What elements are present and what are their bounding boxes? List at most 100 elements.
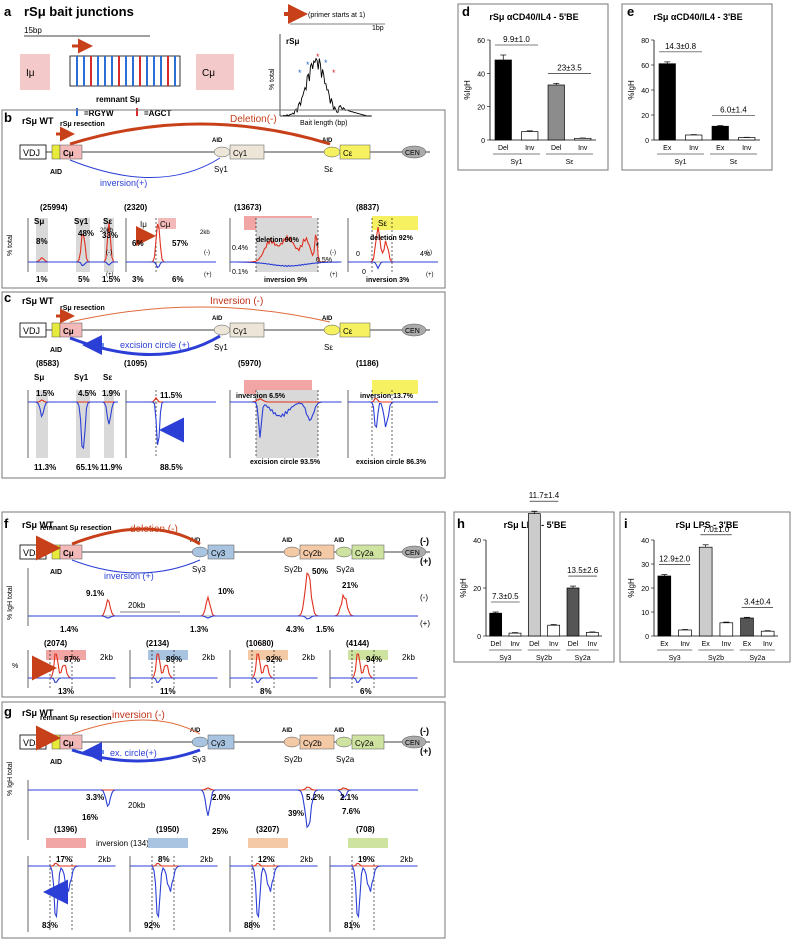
zoom-gene-box (148, 838, 188, 848)
remnant-motif (76, 56, 78, 86)
ov-scale: 20kb (100, 228, 114, 234)
switch-region (191, 736, 209, 748)
aid-label: AID (212, 138, 223, 144)
ov-top-pct: 50% (312, 567, 328, 576)
inversion-label: inversion(+) (100, 178, 147, 188)
c-mu-label: Cμ (63, 549, 74, 558)
z-b-se-inversion-trace (348, 261, 438, 270)
aid-label: AID (334, 728, 345, 734)
sign-plus: (+) (426, 272, 434, 278)
constant-gene (351, 544, 385, 560)
category-label: Ex (743, 641, 752, 648)
bar (574, 137, 592, 141)
zoom-scale: 2kb (98, 855, 111, 864)
panel-e-frame (621, 3, 773, 171)
deletion-label: deletion (-) (130, 524, 178, 535)
ov-bottom-pct: 1.4% (60, 625, 78, 634)
y-axis-label: %IgH (627, 80, 636, 100)
zoom-bot-pct: 8% (260, 687, 272, 696)
ov-bottom-pct: 11.9% (100, 463, 122, 472)
cen-oval (401, 545, 427, 559)
ov-bottom-pct: 1.3% (190, 625, 208, 634)
aid-label: AID (50, 169, 62, 176)
constant-gene-label: Cε (343, 327, 353, 336)
vdj-label: VDJ (23, 326, 40, 336)
category-label: Inv (588, 641, 598, 648)
category-label: Inv (722, 641, 732, 648)
group-label: Sγ2b (708, 655, 724, 662)
ylabel: % IgH total (7, 585, 14, 620)
sign-plus: (+) (420, 619, 430, 628)
panel-g-zooms: inversion (134)(1396)17%83%2kb(1950)8%92… (27, 825, 418, 932)
group-label: Sε (566, 159, 574, 166)
bar (658, 63, 676, 141)
switch-region (283, 736, 301, 748)
panel-label-a: a (4, 4, 12, 19)
z-pct: 0 (356, 251, 360, 258)
legend-rgyw: =RGYW (84, 109, 114, 118)
category-label: Inv (549, 641, 559, 648)
ov-top-pct: 21% (342, 581, 358, 590)
category-label: Inv (510, 641, 520, 648)
sign-minus: (-) (426, 250, 432, 256)
stat-annotation: 9.9±1.0 (503, 35, 530, 44)
z-inversion-label: inversion 3% (366, 277, 410, 284)
category-label: Ex (716, 145, 725, 152)
panel-label-b: b (4, 110, 12, 125)
stat-annotation: 7.0±1.0 (703, 525, 730, 534)
c-mu-label: Cμ (63, 739, 74, 748)
zoom-bot-pct: 11% (160, 687, 176, 696)
y-axis-label: %IgH (463, 80, 472, 100)
z-inversion-label: inversion 9% (264, 277, 308, 284)
remnant-motif (125, 56, 127, 86)
bait-plot-xlabel: Bait length (bp) (300, 120, 347, 127)
zoom-bot-pct: 83% (42, 921, 58, 930)
zoom-top-pct: 19% (358, 855, 374, 864)
switch-label: Sγ2a (336, 565, 355, 574)
i-mu-label: Iμ (26, 68, 35, 79)
sign-minus: (-) (204, 250, 210, 256)
ov-bottom-pct: 4.3% (286, 625, 304, 634)
resection-label: rSμ resection (60, 121, 105, 128)
panel-i-frame (619, 511, 791, 663)
panel-f-frame (1, 511, 446, 698)
y-tick-label: 60 (641, 63, 649, 70)
z-top: 11.5% (160, 391, 182, 400)
switch-region (283, 546, 301, 558)
z-f-2-inversion-trace (230, 677, 317, 684)
remnant-motif (97, 56, 99, 86)
category-label: Ex (663, 145, 672, 152)
zoom-scale: 2kb (302, 653, 315, 662)
primer-note: (primer starts at 1) (308, 12, 365, 19)
z-excision-label: excision circle 86.3% (356, 459, 427, 466)
z-pct: 0.5% (316, 257, 332, 264)
inversion-arc (69, 157, 221, 178)
ov-top-pct: 3.3% (86, 793, 104, 802)
panel-h-chart: rSμ LPS - 5'BE02040%IgHDelInvDelInvDelIn… (459, 491, 602, 662)
switch-region (335, 736, 353, 748)
bait-motif-star: * (316, 52, 320, 62)
ov-region-label: Sε (103, 373, 112, 382)
bar (678, 629, 692, 637)
zoom-scale: 2kb (200, 855, 213, 864)
zoom-count: (3207) (256, 825, 279, 834)
sign-minus: (-) (420, 536, 429, 546)
inversion-label: inversion (-) (112, 710, 165, 721)
ov-top-pct: 4.5% (78, 389, 96, 398)
ov-bottom-pct: 39% (288, 809, 304, 818)
bar (547, 624, 561, 637)
zoom-top-pct: 8% (158, 855, 170, 864)
i-mu-box (20, 54, 50, 90)
ov-scale: 20kb (128, 601, 146, 610)
remnant-label: remnant Sμ resection (40, 525, 112, 532)
constant-gene-label: Cγ2b (303, 549, 322, 558)
category-label: Inv (689, 145, 699, 152)
panel-label-c: c (4, 290, 11, 305)
z-g-1-inversion-trace (130, 865, 217, 919)
cen-label: CEN (405, 740, 420, 747)
zoom-count: (1950) (156, 825, 179, 834)
category-label: Ex (702, 641, 711, 648)
deletion-label: Deletion(-) (230, 114, 277, 125)
